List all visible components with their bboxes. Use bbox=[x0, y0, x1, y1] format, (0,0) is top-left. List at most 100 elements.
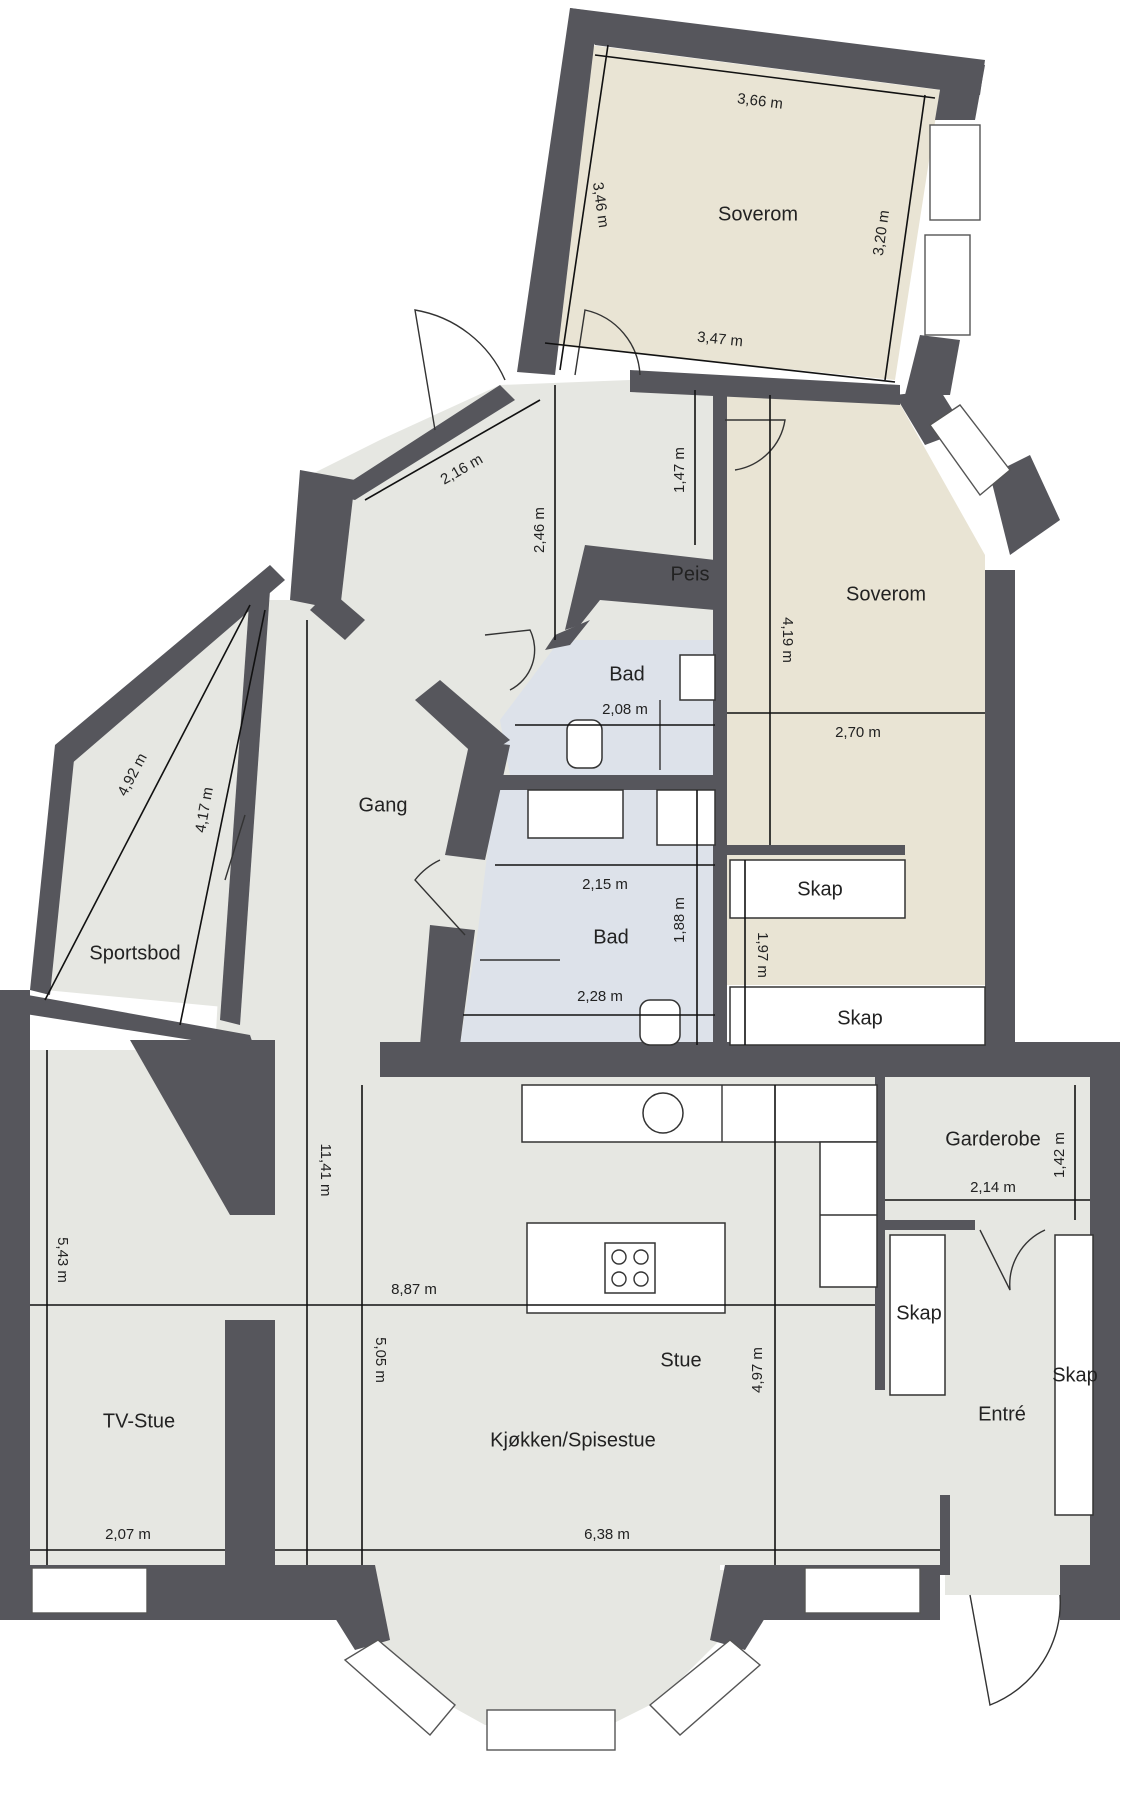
skap-2-box bbox=[729, 986, 986, 1046]
wall-peis bbox=[565, 545, 715, 630]
burner-2 bbox=[633, 1249, 649, 1265]
kitchen-sink bbox=[642, 1092, 684, 1134]
wall-kitchen-top bbox=[380, 1042, 1010, 1077]
dim-638: 6,38 m bbox=[584, 1526, 630, 1543]
window-bay-center bbox=[486, 1709, 616, 1751]
dim-320: 3,20 m bbox=[870, 209, 893, 257]
room-tv-stue: TV-Stue bbox=[103, 1410, 175, 1432]
door-bad-bottom bbox=[414, 859, 466, 936]
room-skap-2: Skap bbox=[837, 1007, 883, 1029]
wall-gang-door-frame bbox=[310, 590, 365, 640]
wall-chimney bbox=[130, 1040, 275, 1215]
wall-entry-left bbox=[875, 1220, 885, 1390]
door-gang-main bbox=[414, 309, 506, 431]
windows bbox=[31, 124, 1011, 1751]
room-kjokken: Kjøkken/Spisestue bbox=[490, 1429, 656, 1451]
room-bad-top: Bad bbox=[609, 663, 645, 685]
dimline-366 bbox=[594, 54, 936, 99]
wall-bath-left-mid bbox=[445, 740, 510, 860]
bad-top-sink bbox=[679, 654, 716, 701]
wall-right-bottom bbox=[1060, 1565, 1120, 1620]
floor-sportsbod bbox=[45, 585, 270, 1010]
room-labels: Soverom Soverom Peis Bad Bad Gang Sports… bbox=[89, 203, 1097, 1451]
dimline-320 bbox=[884, 94, 926, 381]
floor-bay bbox=[370, 1570, 730, 1725]
wall-tv-divider bbox=[225, 1320, 275, 1570]
dim-246: 2,46 m bbox=[531, 507, 548, 553]
wall-bath-divider bbox=[495, 775, 715, 790]
window-right-top-2 bbox=[924, 234, 971, 336]
dim-346: 3,46 m bbox=[589, 181, 612, 229]
wall-soverom-top-bottom bbox=[630, 370, 900, 405]
wall-gang-top bbox=[330, 385, 515, 500]
bad-bottom-washer bbox=[656, 789, 716, 846]
floor-bad-bottom bbox=[460, 790, 715, 1045]
skap-4-box bbox=[1054, 1234, 1094, 1516]
bad-bottom-counter bbox=[527, 789, 624, 839]
wall-soverom-top-right2 bbox=[905, 335, 960, 395]
wall-garderobe-left bbox=[875, 1042, 885, 1227]
dim-1141: 11,41 m bbox=[317, 1143, 334, 1196]
dimline-492 bbox=[44, 604, 251, 1001]
bad-top-toilet bbox=[566, 719, 603, 769]
wall-right-side bbox=[985, 570, 1015, 1050]
wall-bay-left bbox=[330, 1565, 390, 1650]
cooktop bbox=[604, 1242, 656, 1294]
room-skap-1: Skap bbox=[797, 878, 843, 900]
door-bad-top bbox=[484, 629, 536, 691]
wall-garderobe-bottom bbox=[875, 1220, 975, 1230]
door-soverom-top bbox=[574, 309, 641, 376]
window-right-top-1 bbox=[929, 124, 981, 221]
room-soverom-top: Soverom bbox=[718, 203, 798, 225]
window-bay-right bbox=[648, 1639, 762, 1736]
window-bay-left bbox=[343, 1639, 456, 1737]
dimline-216 bbox=[364, 399, 541, 501]
wall-entry-small bbox=[940, 1495, 950, 1575]
wall-left bbox=[0, 990, 30, 1620]
wall-sportsbod-right bbox=[220, 590, 270, 1025]
burner-3 bbox=[611, 1271, 627, 1287]
floor-soverom-top bbox=[550, 45, 940, 380]
door-sportsbod bbox=[224, 814, 246, 881]
dim-270: 2,70 m bbox=[835, 724, 881, 741]
dimline-346 bbox=[559, 44, 609, 371]
wall-bay-right bbox=[710, 1565, 775, 1650]
dim-215: 2,15 m bbox=[582, 876, 628, 893]
dim-197: 1,97 m bbox=[754, 932, 771, 978]
dim-543: 5,43 m bbox=[54, 1237, 71, 1283]
wall-bad-door bbox=[545, 620, 590, 650]
wall-skap bbox=[725, 845, 905, 855]
wall-sportsbod-bottom bbox=[0, 990, 255, 1050]
dim-347: 3,47 m bbox=[696, 329, 743, 351]
window-bottom-left bbox=[31, 1567, 148, 1614]
fixtures bbox=[480, 654, 1094, 1516]
wall-bedroom-bath bbox=[713, 392, 727, 482]
floors bbox=[30, 45, 1090, 1725]
floor-soverom-right bbox=[725, 395, 985, 985]
door-entre bbox=[969, 1594, 1061, 1706]
room-bad-bottom: Bad bbox=[593, 926, 629, 948]
wall-soverom-top-right bbox=[935, 60, 985, 120]
room-garderobe: Garderobe bbox=[945, 1128, 1041, 1150]
skap-1-box bbox=[729, 859, 906, 919]
skap-3-box bbox=[889, 1234, 946, 1396]
dim-188: 1,88 m bbox=[671, 897, 688, 943]
burner-4 bbox=[633, 1271, 649, 1287]
wall-soverom-top-left bbox=[517, 8, 598, 375]
dim-208: 2,08 m bbox=[602, 701, 648, 718]
dim-207: 2,07 m bbox=[105, 1526, 151, 1543]
wall-right-outer bbox=[1090, 1042, 1120, 1620]
floor-bad-top bbox=[500, 640, 715, 775]
room-peis: Peis bbox=[671, 563, 710, 585]
dim-419: 4,19 m bbox=[779, 617, 796, 663]
room-skap-3: Skap bbox=[896, 1302, 942, 1324]
dim-142: 1,42 m bbox=[1051, 1132, 1068, 1178]
door-garderobe bbox=[979, 1229, 1046, 1291]
dim-366: 3,66 m bbox=[736, 90, 784, 112]
wall-bedroom-bath-lower bbox=[713, 470, 727, 1050]
room-stue: Stue bbox=[660, 1349, 701, 1371]
dim-228: 2,28 m bbox=[577, 988, 623, 1005]
dim-505: 5,05 m bbox=[372, 1337, 389, 1383]
kitchen-counter-top bbox=[521, 1084, 878, 1143]
